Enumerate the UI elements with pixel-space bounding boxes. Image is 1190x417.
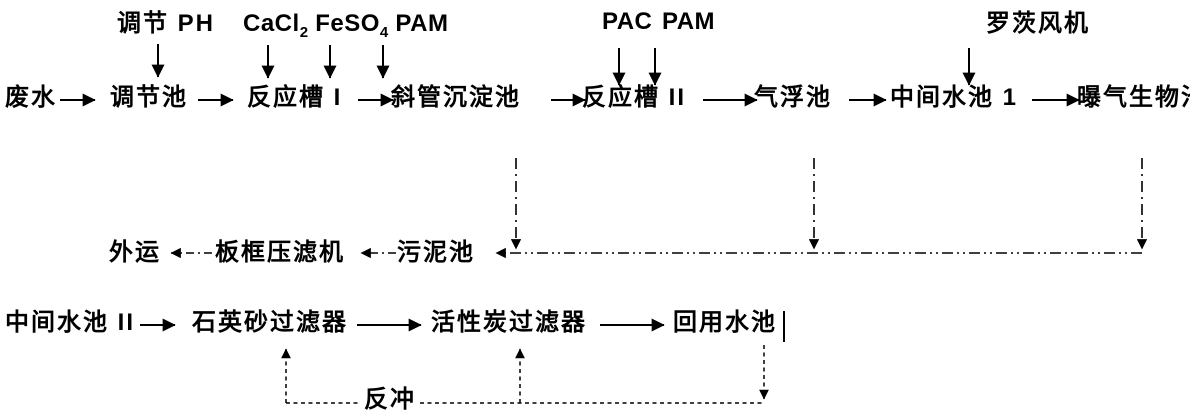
node-inclined-tube-sedimentation-pool: 斜管沉淀池 — [391, 84, 521, 111]
reagent-feso4-subscript: 4 — [379, 23, 389, 41]
node-regulating-pool: 调节池 — [110, 84, 188, 111]
label-adjust-ph: 调节 PH — [117, 10, 216, 37]
node-plate-frame-filter-press: 板框压滤机 — [215, 239, 345, 266]
node-wastewater: 废水 — [5, 84, 57, 111]
node-activated-carbon-filter: 活性炭过滤器 — [431, 309, 587, 336]
label-roots-blower: 罗茨风机 — [986, 10, 1090, 37]
node-reuse-water-pool: 回用水池 — [673, 309, 777, 336]
node-outbound-transport: 外运 — [109, 239, 161, 266]
node-reaction-tank-2: 反应槽 II — [582, 84, 687, 111]
label-pac: PAC — [602, 8, 653, 35]
node-quartz-sand-filter: 石英砂过滤器 — [192, 309, 348, 336]
node-sludge-pool: 污泥池 — [397, 239, 475, 266]
node-reaction-tank-1: 反应槽 I — [247, 84, 343, 111]
node-intermediate-pool-2: 中间水池 II — [5, 309, 136, 336]
label-pam: PAM — [662, 8, 716, 35]
reagent-cacl2-subscript: 2 — [299, 23, 309, 41]
text-cursor — [783, 311, 785, 342]
label-backwash: 反冲 — [362, 386, 418, 414]
reagent-feso4: FeSO — [308, 10, 380, 37]
node-aeration-biological-pool: 曝气生物池 — [1077, 84, 1190, 111]
reagent-cacl2: CaCl — [243, 10, 300, 37]
label-cacl2-feso4-pam: CaCl2 FeSO4 PAM — [243, 10, 448, 47]
reagent-pam: PAM — [388, 10, 449, 37]
node-air-flotation-pool: 气浮池 — [754, 84, 832, 111]
node-intermediate-pool-1: 中间水池 1 — [890, 84, 1019, 111]
